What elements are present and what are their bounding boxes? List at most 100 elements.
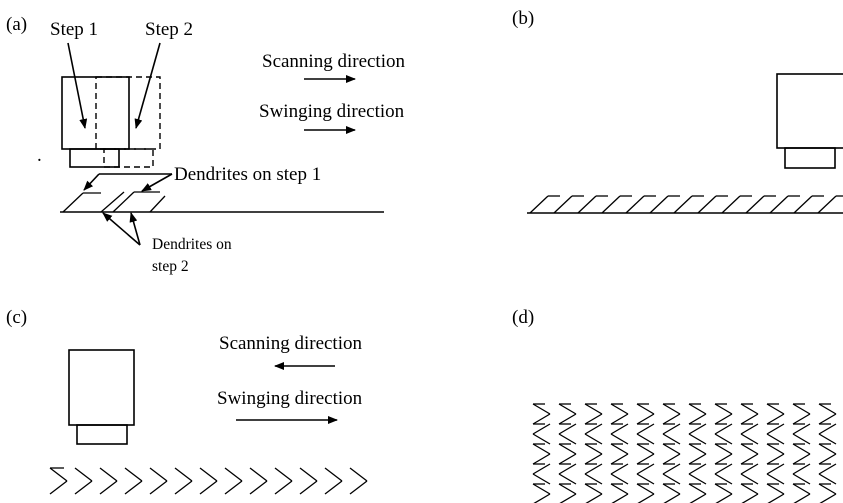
chevron-d-lower: [688, 413, 707, 425]
chevron-d-lower: [818, 433, 837, 445]
tool-step2-nozzle: [103, 148, 154, 168]
dendrite-b: [793, 195, 813, 214]
tool-step1-nozzle: [69, 148, 120, 168]
chevron-d-lower: [793, 493, 811, 503]
chevron-d-upper: [610, 463, 629, 475]
chevron-d-lower: [662, 433, 681, 445]
panel-c: (c) Scanning direction Swinging directio…: [6, 307, 368, 495]
chevron-c-lower: [49, 480, 68, 495]
chevron-d-upper: [584, 443, 603, 455]
chevron-c-upper: [74, 467, 93, 482]
chevron-d-upper: [636, 443, 655, 455]
dendrite-b: [649, 195, 669, 214]
chevron-c-upper: [149, 467, 168, 482]
chevron-d-lower: [766, 413, 785, 425]
chevron-c-lower: [249, 480, 268, 495]
chevron-d-upper: [714, 483, 733, 495]
dendrite-b: [553, 195, 573, 214]
chevron-c-upper: [274, 467, 293, 482]
chevron-d-upper: [532, 483, 551, 495]
chevron-d-lower: [818, 473, 837, 485]
dendrites-step2-label-line2: step 2: [152, 258, 189, 275]
chevron-d-upper: [636, 423, 655, 435]
chevron-d-lower: [714, 433, 733, 445]
chevron-c-upper: [249, 467, 268, 482]
chevron-d-upper: [558, 483, 577, 495]
chevron-d-lower: [558, 473, 577, 485]
chevron-d-lower: [714, 413, 733, 425]
chevron-d-upper: [610, 443, 629, 455]
dendrite-b: [745, 195, 765, 214]
chevron-c-lower: [149, 480, 168, 495]
chevron-d-lower: [766, 433, 785, 445]
chevron-d-lower: [559, 493, 577, 503]
step1-arrow: [67, 42, 88, 129]
step2-arrow: [134, 42, 161, 129]
chevron-d-upper: [662, 423, 681, 435]
step2-label: Step 2: [145, 19, 193, 40]
chevron-d-upper: [740, 423, 759, 435]
chevron-d-upper: [818, 423, 837, 435]
dendrite-a3: [112, 191, 135, 213]
chevron-c-lower: [174, 480, 193, 495]
chevron-d-upper: [662, 403, 681, 415]
chevron-d-upper: [792, 403, 811, 415]
chevron-d-lower: [819, 493, 837, 503]
chevron-d-lower: [584, 453, 603, 465]
chevron-d-lower: [688, 473, 707, 485]
chevron-d-upper: [740, 443, 759, 455]
chevron-d-lower: [636, 473, 655, 485]
chevron-c-lower: [124, 480, 143, 495]
chevron-d-lower: [792, 453, 811, 465]
scanning-direction-label-a: Scanning direction: [262, 51, 405, 72]
chevron-c-lower: [74, 480, 93, 495]
chevron-c-lower: [349, 480, 368, 495]
chevron-d-lower: [689, 493, 707, 503]
chevron-d-lower: [740, 473, 759, 485]
chevron-d-lower: [610, 453, 629, 465]
chevron-d-lower: [636, 453, 655, 465]
chevron-d-upper: [662, 443, 681, 455]
chevron-d-upper: [662, 483, 681, 495]
chevron-d-upper: [740, 483, 759, 495]
chevron-d-lower: [532, 453, 551, 465]
chevron-d-upper: [532, 423, 551, 435]
chevron-d-lower: [584, 433, 603, 445]
chevron-d-lower: [688, 453, 707, 465]
chevron-d-lower: [740, 433, 759, 445]
chevron-d-upper: [688, 463, 707, 475]
chevron-d-lower: [740, 453, 759, 465]
chevron-c-lower: [99, 480, 118, 495]
panel-b: (b): [512, 8, 843, 214]
stray-dot: .: [37, 145, 42, 166]
dendrite-b: [529, 195, 549, 214]
chevron-d-lower: [766, 453, 785, 465]
chevron-d-upper: [766, 443, 785, 455]
chevron-d-upper: [610, 423, 629, 435]
panel-d: (d): [512, 307, 837, 503]
chevron-d-upper: [766, 463, 785, 475]
dendrite-a4: [149, 195, 166, 213]
tool-c: [68, 349, 135, 426]
chevron-d-lower: [532, 433, 551, 445]
tool-b: [776, 73, 843, 149]
chevron-d-upper: [792, 443, 811, 455]
chevron-d-upper: [584, 423, 603, 435]
chevron-d-lower: [584, 473, 603, 485]
chevron-c-upper: [99, 467, 118, 482]
chevron-d-lower: [558, 413, 577, 425]
chevron-d-lower: [740, 413, 759, 425]
chevron-d-lower: [688, 433, 707, 445]
chevron-d-upper: [714, 423, 733, 435]
panel-a: (a) Step 1 Step 2 Scanning direction Swi…: [6, 14, 405, 275]
chevron-d-upper: [714, 463, 733, 475]
chevron-d-lower: [533, 493, 551, 503]
chevron-d-lower: [767, 493, 785, 503]
dendrite-b: [625, 195, 645, 214]
chevron-d-lower: [792, 433, 811, 445]
chevron-rows-d: [532, 403, 837, 503]
chevron-c-lower: [274, 480, 293, 495]
chevron-c-upper: [349, 467, 368, 482]
chevron-d-upper: [584, 463, 603, 475]
chevron-d-upper: [662, 463, 681, 475]
